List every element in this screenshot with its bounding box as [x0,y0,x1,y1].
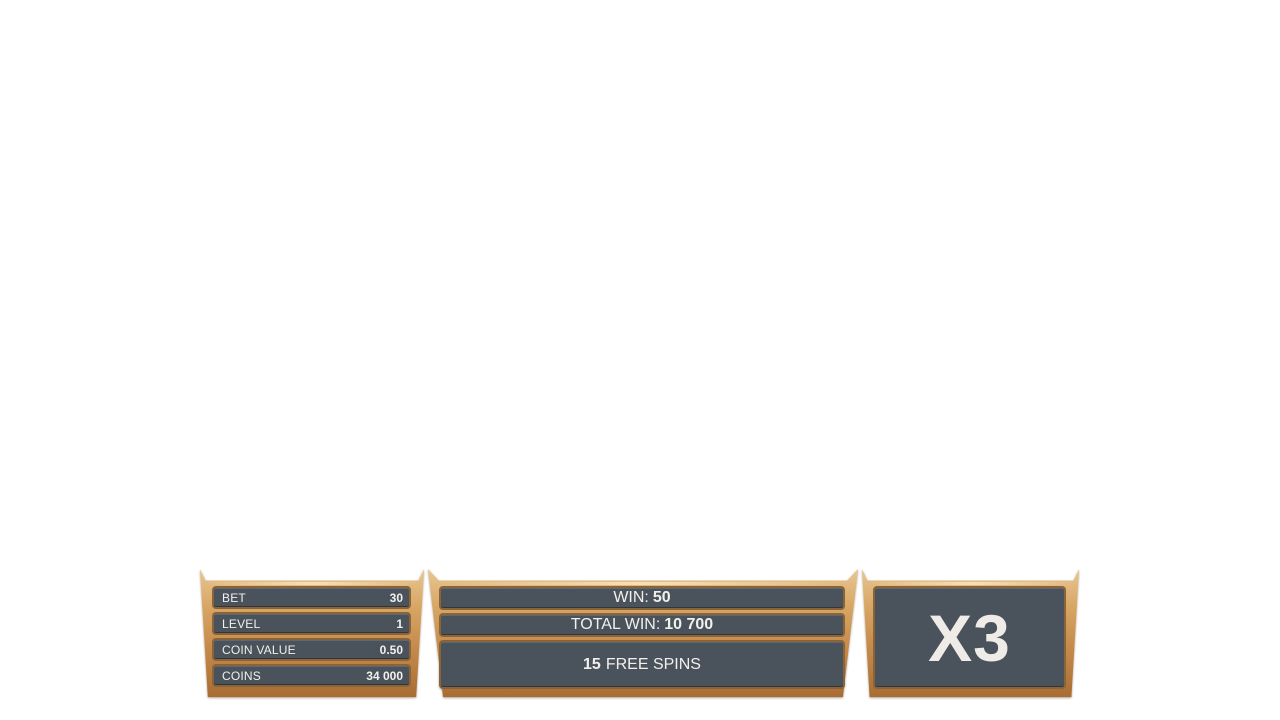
bet-label: BET [222,590,246,605]
total-win-value: 10 700 [664,616,714,633]
level-value: 1 [396,616,403,631]
total-win-row: TOTAL WIN: 10 700 [439,613,845,637]
win-value: 50 [652,589,671,606]
multiplier-value: X3 [928,600,1011,675]
coin-value-row: COIN VALUE 0.50 [212,638,411,661]
win-panel: WIN: 50 TOTAL WIN: 10 700 15 FREE SPINS [428,569,858,697]
coin-value-label: COIN VALUE [222,642,296,657]
free-spins-label: FREE SPINS [605,655,701,673]
bet-row: BET 30 [212,586,411,609]
level-row: LEVEL 1 [212,612,411,635]
multiplier-box: X3 [873,586,1066,689]
coins-row: COINS 34 000 [212,664,411,687]
level-label: LEVEL [222,616,261,631]
bet-value: 30 [389,590,403,605]
stats-panel: BET 30 LEVEL 1 COIN VALUE 0.50 COINS 34 … [200,569,424,697]
win-label: WIN: [613,589,649,606]
free-spins-row: 15 FREE SPINS [439,640,845,689]
coins-label: COINS [222,668,262,683]
win-row: WIN: 50 [439,586,845,610]
multiplier-panel: X3 [862,569,1079,697]
free-spins-count: 15 [583,655,601,673]
coins-value: 34 000 [366,668,403,683]
coin-value-value: 0.50 [379,642,403,657]
total-win-label: TOTAL WIN: [570,616,661,633]
